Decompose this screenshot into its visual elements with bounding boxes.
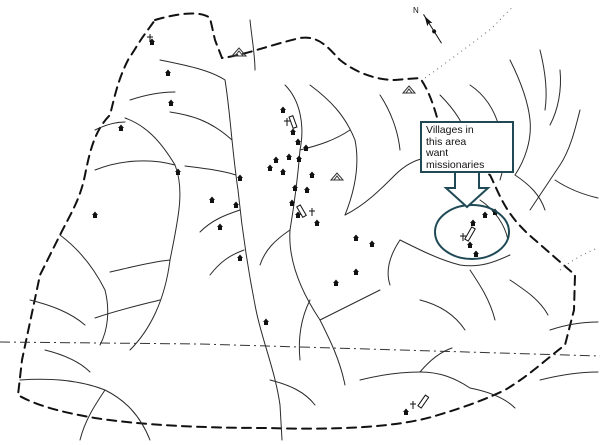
house-icon bbox=[295, 211, 301, 218]
house-icon bbox=[482, 211, 488, 218]
house-icon bbox=[273, 156, 279, 163]
house-icon bbox=[217, 223, 223, 230]
village-markers bbox=[92, 38, 498, 415]
territory-boundary bbox=[16, 12, 577, 430]
house-icon bbox=[280, 106, 286, 113]
house-icon bbox=[237, 174, 243, 181]
house-icon bbox=[403, 408, 409, 415]
house-icon bbox=[467, 241, 473, 248]
villages-highlight-ellipse bbox=[434, 204, 510, 260]
house-icon bbox=[118, 124, 124, 131]
dotted-border-lower bbox=[559, 247, 599, 271]
house-icon bbox=[295, 138, 301, 145]
house-icon bbox=[286, 153, 292, 160]
house-icon bbox=[304, 186, 310, 193]
house-icon bbox=[289, 199, 295, 206]
house-icon bbox=[149, 38, 155, 45]
house-icon bbox=[303, 144, 309, 151]
house-icon bbox=[292, 184, 298, 191]
house-icon bbox=[92, 211, 98, 218]
house-icon bbox=[175, 168, 181, 175]
mountain-icon bbox=[230, 47, 417, 181]
house-icon bbox=[369, 240, 375, 247]
house-icon bbox=[280, 168, 286, 175]
callout-text: Villages in this area want missionaries bbox=[426, 124, 485, 171]
house-icon bbox=[290, 128, 296, 135]
callout-arrow bbox=[443, 173, 491, 209]
house-icon bbox=[333, 279, 339, 286]
house-icon bbox=[353, 268, 359, 275]
house-icon bbox=[233, 201, 239, 208]
house-icon bbox=[267, 164, 273, 171]
dotted-border bbox=[424, 5, 515, 79]
callout-box: Villages in this area want missionaries bbox=[420, 121, 514, 173]
compass-north-label: N bbox=[413, 6, 419, 15]
house-icon bbox=[353, 234, 359, 241]
river-network bbox=[19, 19, 599, 441]
house-icon bbox=[209, 196, 215, 203]
house-icon bbox=[296, 155, 302, 162]
house-icon bbox=[237, 254, 243, 261]
house-icon bbox=[470, 219, 476, 226]
dash-dot-line bbox=[0, 341, 600, 357]
house-icon bbox=[165, 69, 171, 76]
house-icon bbox=[263, 318, 269, 325]
house-icon bbox=[314, 219, 320, 226]
house-icon bbox=[473, 250, 479, 257]
house-icon bbox=[168, 99, 174, 106]
compass-arrow-icon bbox=[423, 14, 442, 44]
church-icon bbox=[147, 34, 476, 409]
house-icon bbox=[309, 171, 315, 178]
